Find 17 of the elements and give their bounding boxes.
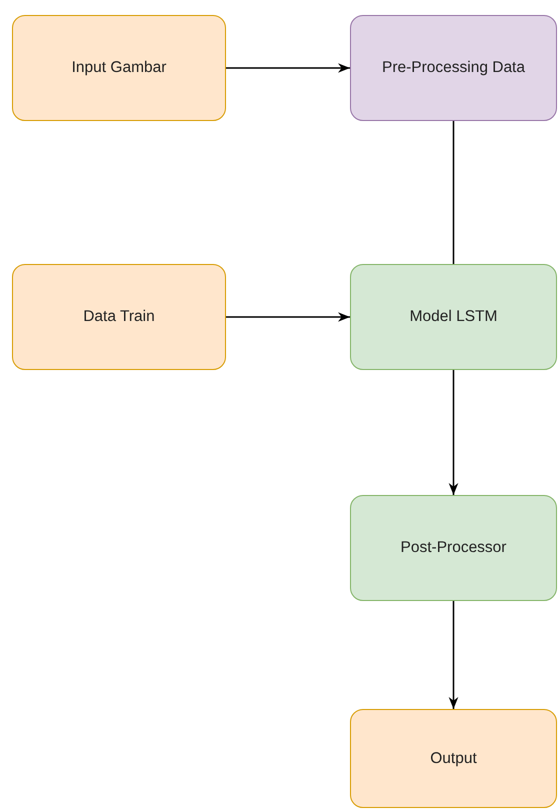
box-label: Post-Processor [400, 539, 506, 557]
arrow [226, 312, 350, 322]
arrow [448, 601, 458, 709]
box-label: Pre-Processing Data [382, 59, 525, 77]
connector-line [452, 121, 454, 264]
process-box [350, 709, 557, 808]
process-box [350, 264, 557, 370]
process-box [350, 495, 557, 601]
arrow [448, 370, 458, 495]
process-box [350, 15, 557, 121]
process-box [12, 264, 226, 370]
box-label: Output [430, 750, 477, 768]
box-label: Input Gambar [72, 59, 166, 77]
arrow [226, 63, 350, 73]
box-label: Data Train [83, 308, 155, 326]
process-box [12, 15, 226, 121]
box-label: Model LSTM [410, 308, 498, 326]
